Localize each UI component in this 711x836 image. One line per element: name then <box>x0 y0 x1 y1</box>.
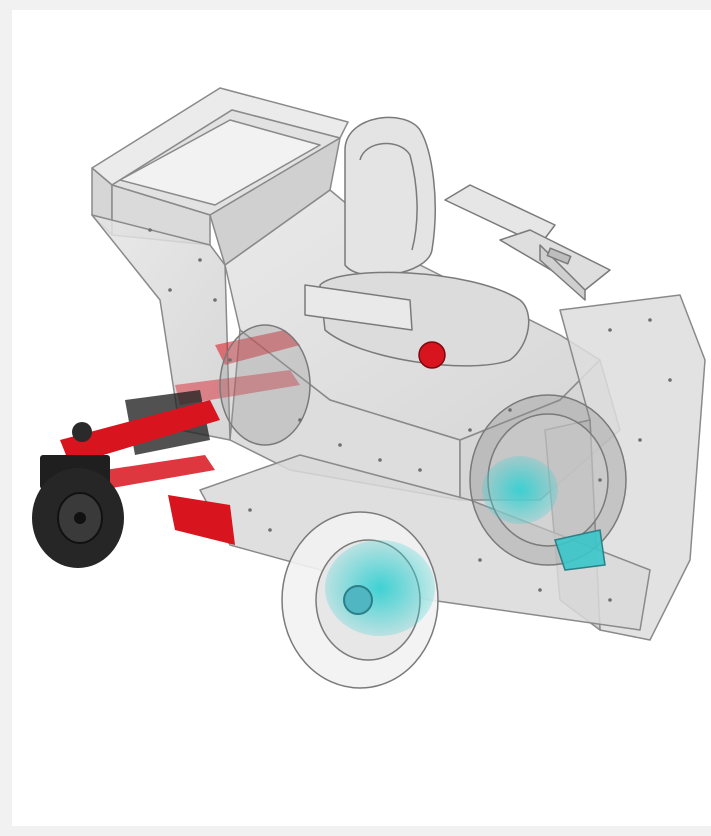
red-steering-components <box>60 330 446 545</box>
rear-ghost-wheel <box>219 324 311 446</box>
hopper <box>91 87 349 441</box>
red-knob-icon <box>418 341 446 369</box>
rivets <box>148 228 672 602</box>
large-rear-wheel <box>281 511 439 689</box>
right-drive-wheel <box>469 394 627 571</box>
caster-wheel <box>32 422 124 568</box>
operator-seat <box>304 116 530 367</box>
control-console <box>444 184 611 301</box>
